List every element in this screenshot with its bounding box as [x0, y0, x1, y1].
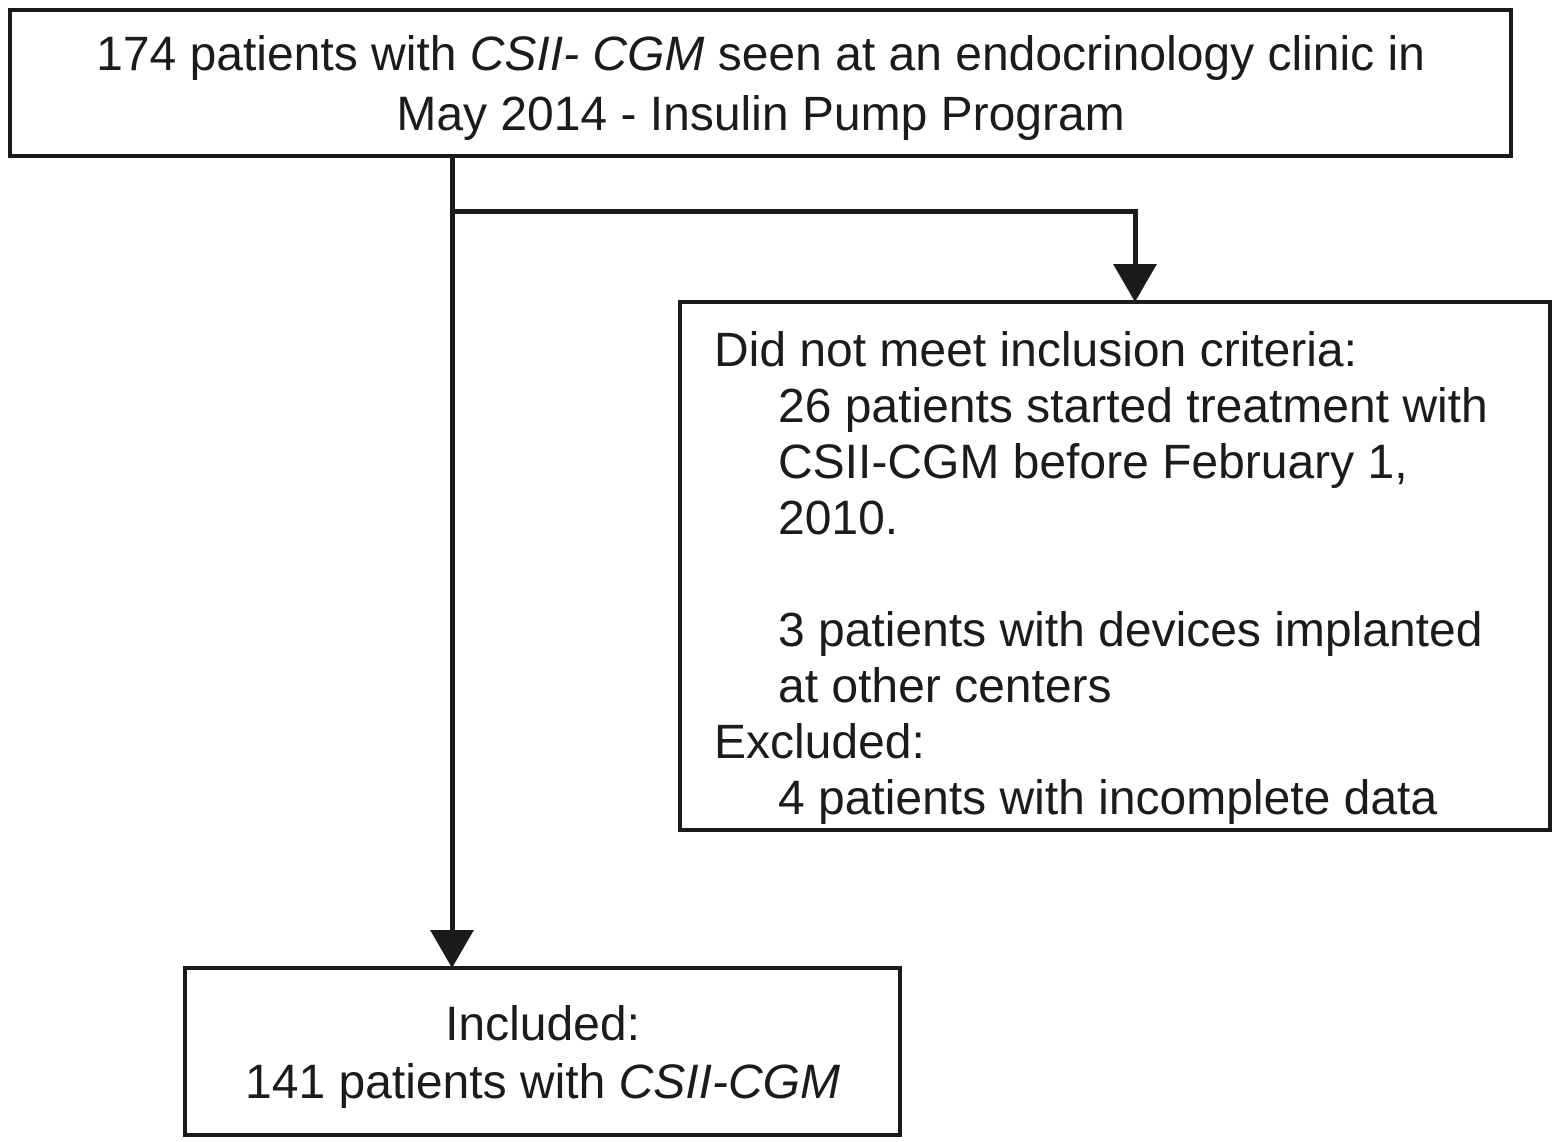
- source-box-line2: May 2014 - Insulin Pump Program: [396, 88, 1125, 141]
- included-box-line2: 141 patients with CSII-CGM: [187, 1054, 898, 1112]
- connector-branch-vertical: [1133, 209, 1138, 269]
- included-box-line2-italic: CSII-CGM: [618, 1056, 840, 1109]
- source-box-line1-post: seen at an endocrinology clinic in: [704, 28, 1425, 81]
- source-box-line1: 174 patients with CSII- CGM seen at an e…: [12, 25, 1509, 85]
- exclusion-item3: 4 patients with incomplete data: [778, 772, 1438, 825]
- included-box: Included: 141 patients with CSII-CGM: [183, 966, 902, 1137]
- exclusion-heading: Did not meet inclusion criteria:: [714, 324, 1357, 377]
- exclusion-box: Did not meet inclusion criteria: 26 pati…: [678, 300, 1552, 832]
- source-box-line1-pre: 174 patients with: [96, 28, 470, 81]
- connector-main-vertical: [450, 157, 455, 935]
- blank-line: [714, 547, 1540, 603]
- included-box-line2-pre: 141 patients with: [245, 1056, 619, 1109]
- exclusion-item1-line1: 26 patients started treatment with: [778, 380, 1488, 433]
- source-box: 174 patients with CSII- CGM seen at an e…: [8, 8, 1513, 158]
- exclusion-item1-line2: CSII-CGM before February 1, 2010.: [778, 436, 1408, 545]
- source-box-line1-italic: CSII- CGM: [469, 28, 705, 81]
- exclusion-item2-line2: at other centers: [778, 660, 1112, 713]
- exclusion-subheading: Excluded:: [714, 716, 925, 769]
- arrow-down-icon: [1113, 264, 1157, 302]
- arrow-down-icon: [430, 930, 474, 968]
- exclusion-item2-line1: 3 patients with devices implanted: [778, 604, 1483, 657]
- connector-branch-horizontal: [450, 209, 1138, 214]
- included-box-line1: Included:: [445, 998, 640, 1051]
